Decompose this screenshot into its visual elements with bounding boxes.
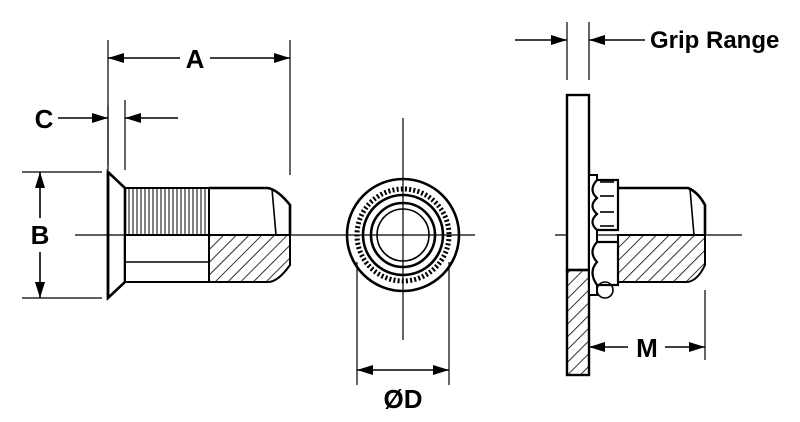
installed-view (555, 93, 742, 377)
dimension-grip-range: Grip Range (515, 22, 779, 80)
label-d: ØD (384, 384, 423, 414)
label-a: A (186, 44, 205, 74)
dimension-c: C (35, 100, 178, 170)
side-view (75, 168, 300, 302)
end-view (300, 118, 475, 340)
label-m: M (636, 333, 658, 363)
dimension-d: ØD (356, 262, 450, 414)
dimension-b: B (22, 171, 102, 299)
dimension-a: A (107, 40, 291, 175)
dimension-m: M (589, 290, 706, 363)
label-c: C (35, 104, 54, 134)
label-b: B (31, 220, 50, 250)
label-grip-range: Grip Range (650, 27, 779, 54)
